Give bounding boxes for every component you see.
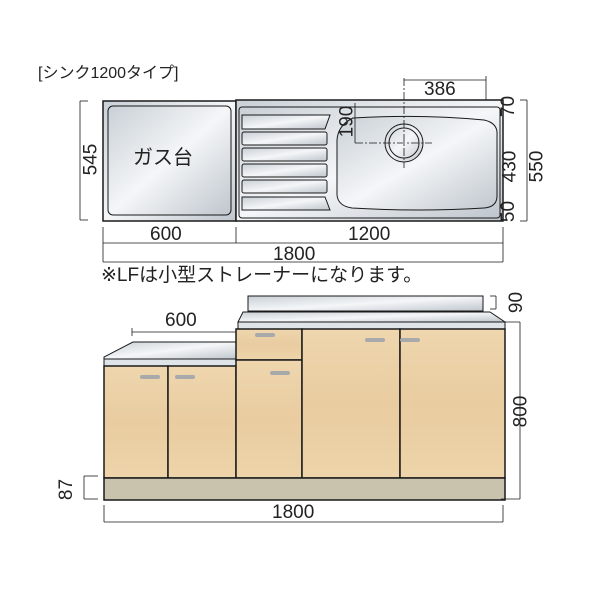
dim-sink-width: 1200: [348, 224, 391, 245]
dim-bowl-depth: 430: [499, 150, 521, 183]
dim-front-margin: 50: [498, 200, 520, 223]
sink-counter-edge: [237, 321, 506, 330]
gas-counter-top: [103, 341, 237, 360]
gas-counter-edge: [103, 358, 237, 367]
drain-center-lines: [354, 78, 432, 168]
plinth: [103, 477, 506, 501]
dim-drain-offset-x: 386: [424, 79, 456, 100]
gas-stand-inner: [107, 105, 232, 216]
door-handles: [140, 333, 420, 379]
gas-stand-label: ガス台: [133, 147, 193, 169]
top-view: [79, 76, 528, 263]
front-dimension-lines: [83, 295, 521, 523]
note-strainer: ※LFは小型ストレーナーになります。: [101, 265, 423, 286]
sink-bowl: [336, 115, 498, 211]
front-view: [83, 295, 521, 523]
dim-total-width-front: 1800: [272, 502, 315, 523]
drainboard-slats: [241, 114, 331, 211]
top-dimension-lines: [79, 76, 528, 263]
dim-total-width-top: 1800: [273, 244, 316, 265]
dim-front-gas-width: 600: [165, 310, 197, 331]
dim-gas-width: 600: [150, 224, 182, 245]
dim-height: 800: [510, 395, 532, 428]
dim-gas-depth: 545: [80, 143, 102, 176]
diagram-title: [シンク1200タイプ]: [38, 65, 179, 82]
dim-back-margin: 70: [498, 95, 520, 118]
cabinet-doors: [103, 328, 506, 479]
dim-drain-offset-y: 190: [336, 105, 358, 138]
dim-backsplash-height: 90: [506, 291, 528, 314]
dim-plinth-height: 87: [56, 478, 78, 501]
backsplash: [247, 295, 484, 312]
sink-counter-top: [237, 311, 507, 323]
dim-total-depth: 550: [526, 150, 548, 183]
